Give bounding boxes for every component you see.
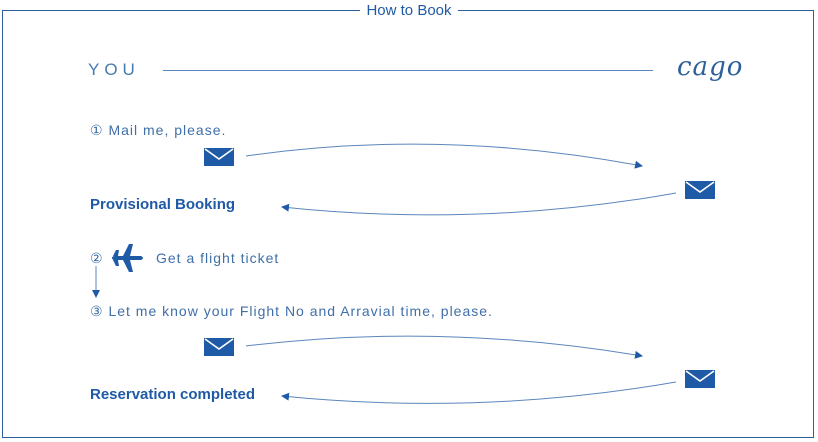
top-divider: [163, 70, 653, 71]
arrow-confirmation-to-you: [281, 381, 677, 404]
envelope-icon: [204, 338, 234, 356]
arrow-cago-to-you: [281, 192, 677, 216]
step-2-number: ②: [90, 250, 104, 266]
envelope-icon: [204, 148, 234, 166]
provisional-booking-label: Provisional Booking: [90, 196, 236, 213]
reservation-completed-label: Reservation completed: [90, 386, 256, 403]
frame-title: How to Book: [0, 2, 818, 20]
step-1-text: ① Mail me, please.: [90, 122, 227, 138]
envelope-icon: [685, 370, 715, 388]
arrow-mail-to-cago: [245, 143, 643, 169]
step-3-text: ③ Let me know your Flight No and Arravia…: [90, 303, 493, 319]
envelope-icon: [685, 181, 715, 199]
airplane-icon: [112, 244, 143, 272]
arrow-info-to-cago: [245, 335, 643, 359]
brand-logo: cago: [677, 52, 744, 82]
title-text: How to Book: [360, 2, 458, 19]
you-label: YOU: [88, 60, 140, 79]
step-2-text: Get a flight ticket: [156, 250, 280, 266]
